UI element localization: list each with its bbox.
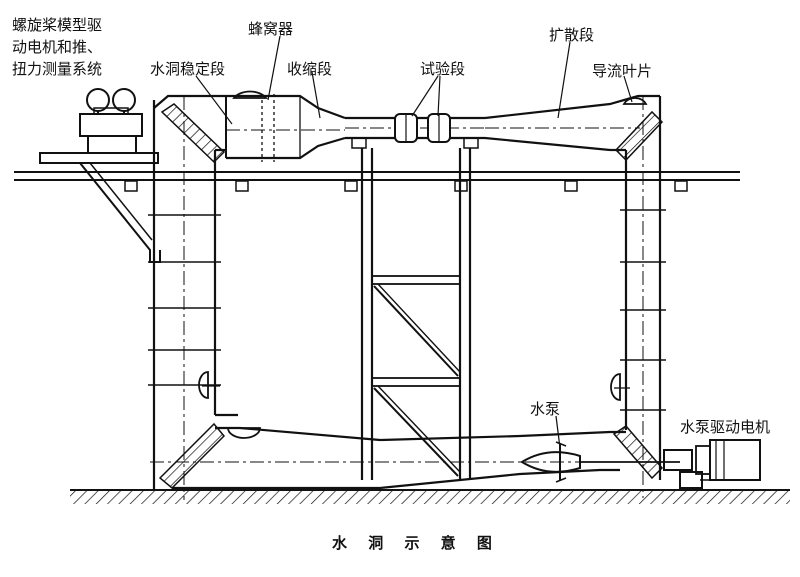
upper-floor bbox=[14, 152, 740, 263]
test-section bbox=[345, 113, 485, 149]
right-column bbox=[610, 96, 666, 498]
label-pump-motor: 水泵驱动电机 bbox=[680, 418, 770, 436]
diagram-caption: 水 洞 示 意 图 bbox=[332, 534, 500, 552]
label-propeller-line1: 螺旋桨模型驱 bbox=[12, 16, 102, 34]
label-guide-vanes: 导流叶片 bbox=[592, 62, 652, 80]
settling-and-contraction bbox=[225, 90, 346, 162]
label-propeller-line3: 扭力测量系统 bbox=[12, 60, 102, 78]
leader-lines bbox=[195, 35, 633, 449]
label-contraction-section: 收缩段 bbox=[287, 60, 332, 78]
left-column bbox=[148, 94, 238, 500]
propeller-drive-unit bbox=[79, 88, 143, 154]
label-honeycomb: 蜂窝器 bbox=[248, 20, 293, 38]
label-water-pump: 水泵 bbox=[530, 400, 560, 418]
label-diffuser-section: 扩散段 bbox=[549, 26, 594, 44]
central-support-frame bbox=[360, 148, 472, 480]
label-propeller-line2: 动电机和推、 bbox=[12, 38, 102, 56]
ground bbox=[70, 489, 790, 504]
label-settling-section: 水洞稳定段 bbox=[150, 60, 225, 78]
pump-motor bbox=[663, 439, 761, 489]
diffuser-section bbox=[484, 94, 660, 152]
return-duct bbox=[150, 426, 650, 490]
label-test-section: 试验段 bbox=[420, 60, 465, 78]
